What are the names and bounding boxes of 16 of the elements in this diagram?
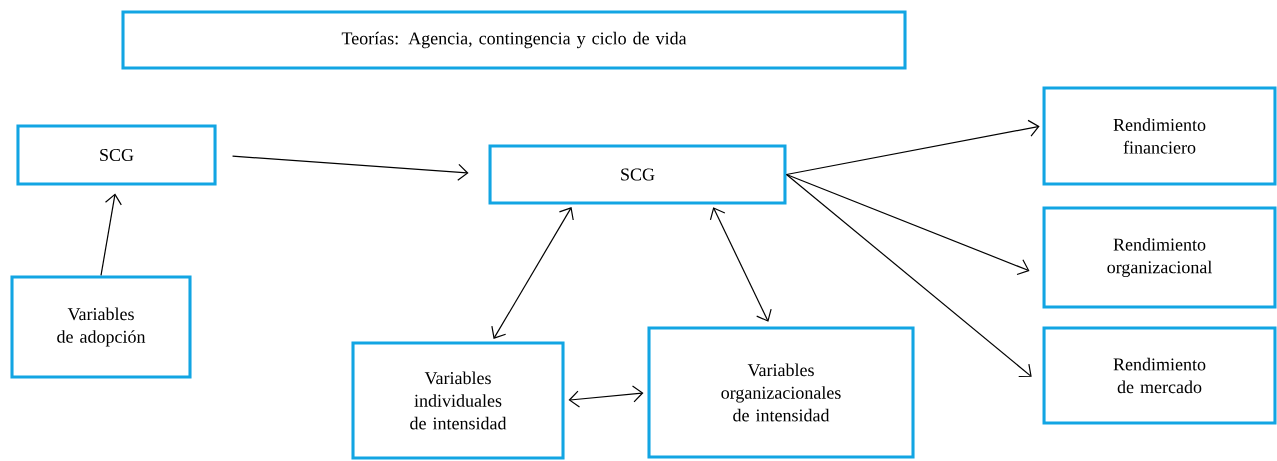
arrow [785, 119, 1040, 176]
text-box: Variables de adopción [10, 275, 192, 379]
text-box: Variables organizacionales de intensidad [647, 326, 915, 459]
text-box: Rendimiento organizacional [1042, 206, 1277, 309]
arrow [568, 385, 644, 408]
text-box: Rendimiento de mercado [1042, 326, 1277, 425]
arrow [231, 155, 469, 181]
arrow [709, 207, 772, 322]
text-box: SCG [16, 124, 217, 186]
text-box: Rendimiento financiero [1042, 86, 1277, 186]
arrow [785, 173, 1032, 378]
text-box: SCG [488, 144, 787, 205]
text-box: Teorías: Agencia, contingencia y ciclo de vida [121, 10, 907, 70]
arrow [491, 207, 574, 339]
arrow [100, 193, 122, 277]
text-box: Variables individuales de intensidad [351, 341, 565, 460]
